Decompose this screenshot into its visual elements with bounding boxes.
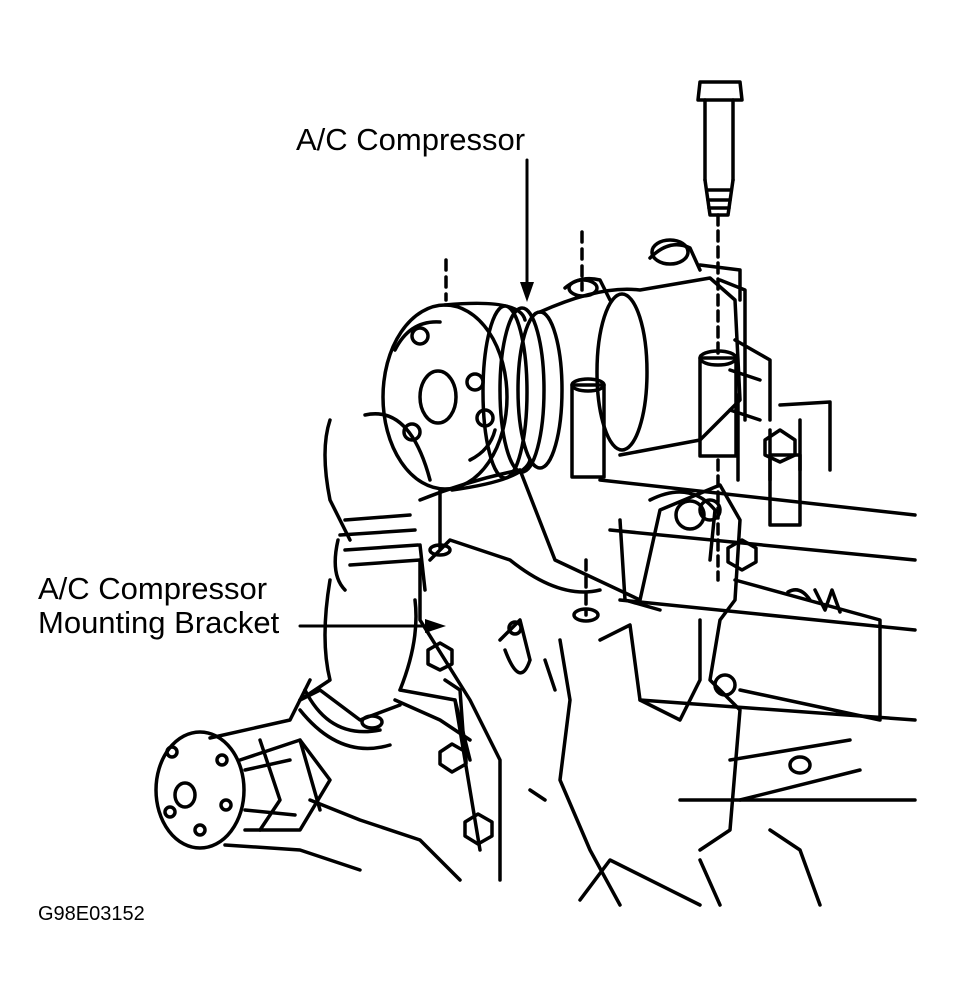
ac-compressor	[381, 238, 772, 492]
figure-id: G98E03152	[38, 903, 145, 925]
compressor-arrowhead	[520, 282, 534, 302]
hoses-and-clamps	[298, 412, 482, 852]
label-mounting-bracket-line1: A/C Compressor	[38, 571, 268, 606]
engine-block	[598, 393, 917, 907]
spacers-and-bolts	[426, 80, 797, 846]
water-pump-pulley	[154, 678, 462, 882]
bracket-arrowhead	[425, 619, 446, 633]
label-ac-compressor: A/C Compressor	[296, 122, 526, 157]
engine-badge	[786, 588, 842, 614]
ac-compressor-mounting-bracket	[418, 468, 742, 907]
label-mounting-bracket-line2: Mounting Bracket	[38, 605, 280, 640]
leader-lines	[298, 158, 529, 628]
